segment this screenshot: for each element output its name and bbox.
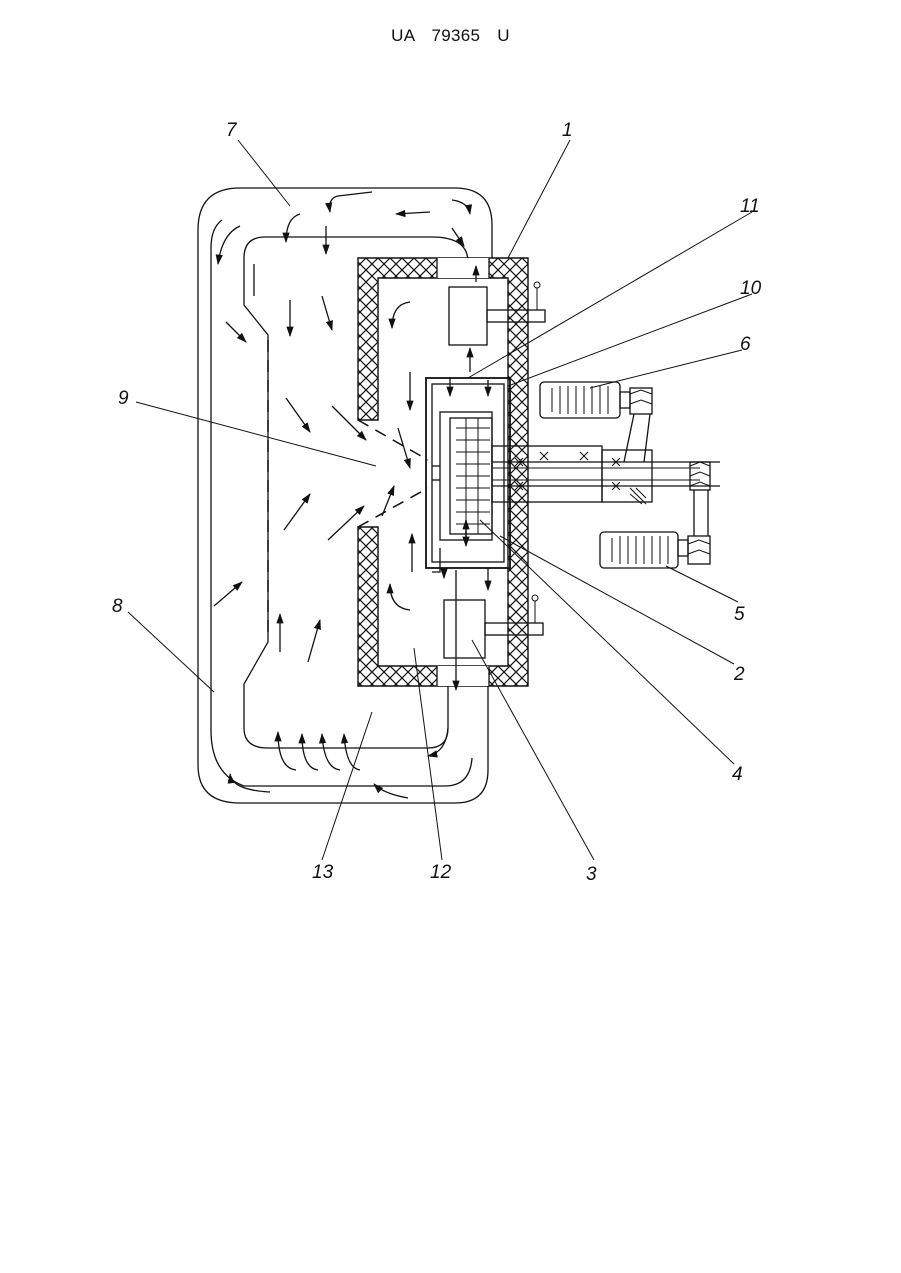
label-8: 8 — [112, 596, 123, 617]
outer-recirculation-duct — [198, 188, 492, 803]
label-4: 4 — [732, 764, 743, 785]
nozzle-section — [358, 420, 428, 527]
label-9: 9 — [118, 388, 129, 409]
airflow-arrows — [214, 192, 488, 798]
label-3: 3 — [586, 864, 597, 885]
label-11: 11 — [740, 196, 760, 217]
electric-motors — [540, 382, 710, 568]
part-labels: 1 2 3 4 5 6 7 8 9 10 11 12 13 — [112, 120, 762, 885]
fan-assembly — [426, 378, 510, 568]
label-6: 6 — [740, 334, 751, 355]
label-5: 5 — [734, 604, 745, 625]
label-13: 13 — [312, 862, 334, 883]
label-12: 12 — [430, 862, 452, 883]
label-2: 2 — [733, 664, 745, 685]
label-7: 7 — [226, 120, 238, 141]
label-10: 10 — [740, 278, 762, 299]
label-1: 1 — [562, 120, 573, 141]
heater-units — [444, 282, 545, 658]
